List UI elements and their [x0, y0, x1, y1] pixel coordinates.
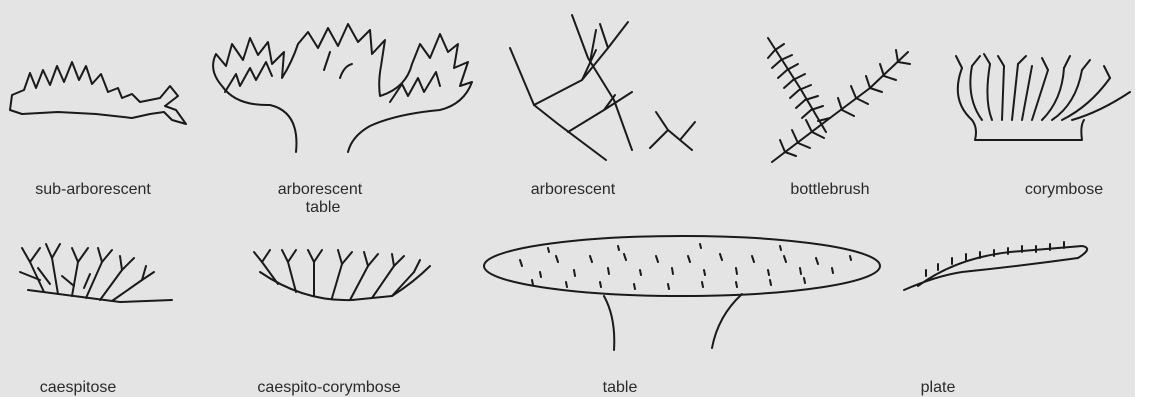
- label-caespitose: caespitose: [40, 378, 117, 397]
- arborescent-table-drawing: [213, 24, 472, 152]
- label-sub-arborescent: sub-arborescent: [35, 180, 151, 199]
- table-drawing: [484, 236, 880, 350]
- corymbose-drawing: [956, 54, 1130, 140]
- arborescent-drawing: [510, 15, 695, 160]
- label-bottlebrush: bottlebrush: [790, 180, 869, 199]
- sub-arborescent-drawing: [10, 62, 186, 124]
- label-table: table: [603, 378, 638, 397]
- label-arborescent-table-line1: arborescent: [278, 180, 363, 199]
- caespito-corymbose-drawing: [254, 250, 430, 300]
- label-caespito-corymbose: caespito-corymbose: [257, 378, 400, 397]
- label-arborescent-table-line2: table: [306, 198, 341, 217]
- label-plate: plate: [921, 378, 956, 397]
- plate-drawing: [904, 242, 1087, 290]
- caespitose-drawing: [20, 244, 172, 302]
- label-arborescent: arborescent: [531, 180, 616, 199]
- bottlebrush-drawing: [768, 38, 910, 162]
- label-corymbose: corymbose: [1025, 180, 1103, 199]
